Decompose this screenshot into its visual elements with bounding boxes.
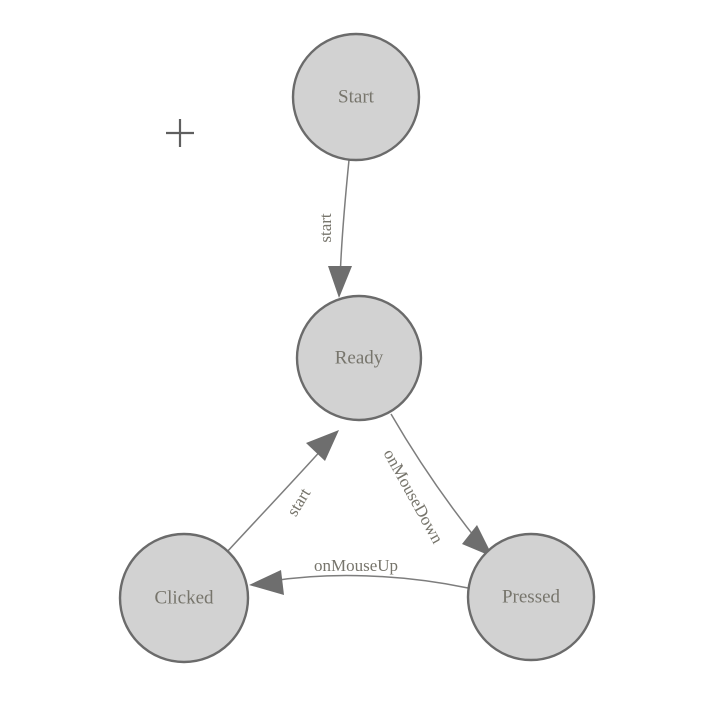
node-start-label: Start — [338, 86, 375, 107]
edge-label-ready-to-pressed: onMouseDown — [380, 446, 448, 547]
edge-clicked-to-ready-arrowhead — [306, 430, 339, 461]
node-ready[interactable]: Ready — [295, 294, 423, 422]
edge-ready-to-pressed[interactable]: onMouseDown — [380, 413, 493, 557]
node-clicked[interactable]: Clicked — [118, 532, 250, 664]
node-pressed[interactable]: Pressed — [466, 532, 596, 662]
edge-ready-to-pressed-path — [390, 413, 482, 546]
edge-label-clicked-to-ready: start — [283, 485, 315, 520]
edge-pressed-to-clicked-arrowhead — [249, 570, 284, 595]
edge-label-pressed-to-clicked: onMouseUp — [314, 556, 398, 575]
edge-start-to-ready-path — [339, 159, 350, 283]
crosshair-icon[interactable] — [166, 119, 194, 147]
node-start-circle[interactable] — [291, 32, 421, 162]
edge-label-start-to-ready: start — [316, 213, 335, 243]
node-clicked-circle[interactable] — [118, 532, 250, 664]
node-start[interactable]: Start — [291, 32, 421, 162]
edge-start-to-ready[interactable]: start — [316, 159, 352, 298]
edge-clicked-to-ready[interactable]: start — [225, 430, 339, 554]
node-pressed-circle[interactable] — [466, 532, 596, 662]
node-ready-label: Ready — [335, 347, 384, 368]
node-ready-circle[interactable] — [295, 294, 423, 422]
edge-start-to-ready-arrowhead — [328, 266, 352, 298]
edge-pressed-to-clicked[interactable]: onMouseUp — [249, 556, 469, 595]
node-clicked-label: Clicked — [154, 587, 214, 608]
edge-ready-to-pressed-arrowhead — [462, 525, 493, 557]
edge-clicked-to-ready-path — [225, 446, 325, 554]
node-pressed-label: Pressed — [502, 586, 561, 607]
edge-pressed-to-clicked-path — [271, 574, 469, 589]
